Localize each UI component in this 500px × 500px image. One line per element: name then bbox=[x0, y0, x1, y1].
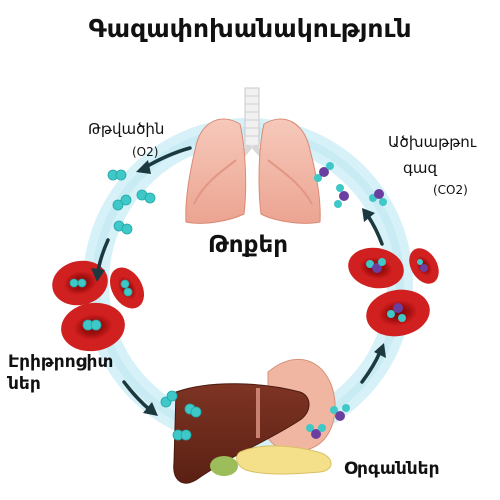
o2-molecule bbox=[172, 429, 192, 441]
o2-molecule bbox=[184, 403, 202, 418]
co2-molecule bbox=[366, 258, 386, 273]
o2-molecule bbox=[82, 319, 102, 331]
o2-molecule bbox=[107, 169, 127, 181]
co2-molecule bbox=[369, 189, 387, 206]
oxygen-formula: (O2) bbox=[132, 145, 159, 159]
right-lung bbox=[258, 118, 321, 224]
pancreas bbox=[236, 445, 332, 475]
arrow-left-down bbox=[91, 238, 110, 282]
co2-molecule bbox=[387, 303, 406, 322]
o2-molecule bbox=[113, 220, 133, 235]
o2-molecule bbox=[136, 189, 156, 204]
o2-molecule bbox=[120, 279, 133, 297]
lungs-label: Թոքեր bbox=[208, 232, 288, 258]
arrow-right-up bbox=[362, 208, 384, 246]
organs-label: Օրգաններ bbox=[344, 459, 440, 479]
oxygen-label: Թթվածին bbox=[88, 120, 165, 138]
o2-molecule bbox=[112, 194, 132, 211]
o2-molecule bbox=[160, 390, 178, 408]
co2-molecule bbox=[417, 259, 428, 272]
co2-molecules bbox=[306, 162, 428, 439]
lungs-illustration bbox=[185, 118, 321, 224]
oxygen-molecules bbox=[69, 169, 202, 441]
co2-label-line2: գազ bbox=[403, 159, 437, 177]
liver bbox=[173, 383, 310, 484]
arrow-to-organs bbox=[122, 380, 158, 416]
organs-illustration bbox=[173, 358, 336, 484]
red-blood-cells-label: Էրիթրոցիտ bbox=[8, 352, 114, 372]
arrow-lungs-to-left bbox=[136, 146, 192, 174]
flow-arrows bbox=[91, 146, 386, 416]
co2-molecule bbox=[334, 184, 349, 208]
co2-molecule bbox=[314, 162, 334, 182]
left-lung bbox=[185, 118, 247, 224]
gallbladder bbox=[210, 456, 238, 476]
co2-molecule bbox=[306, 424, 326, 439]
co2-molecule bbox=[330, 404, 350, 421]
o2-molecule bbox=[69, 278, 87, 288]
red-blood-cells-label-line2: ներ bbox=[8, 374, 41, 394]
arrow-organs-up bbox=[360, 343, 386, 384]
co2-formula: (CO2) bbox=[433, 183, 468, 197]
page-title: Գազափոխանակություն bbox=[88, 14, 412, 43]
co2-label: Ածխաթթու bbox=[388, 133, 477, 151]
